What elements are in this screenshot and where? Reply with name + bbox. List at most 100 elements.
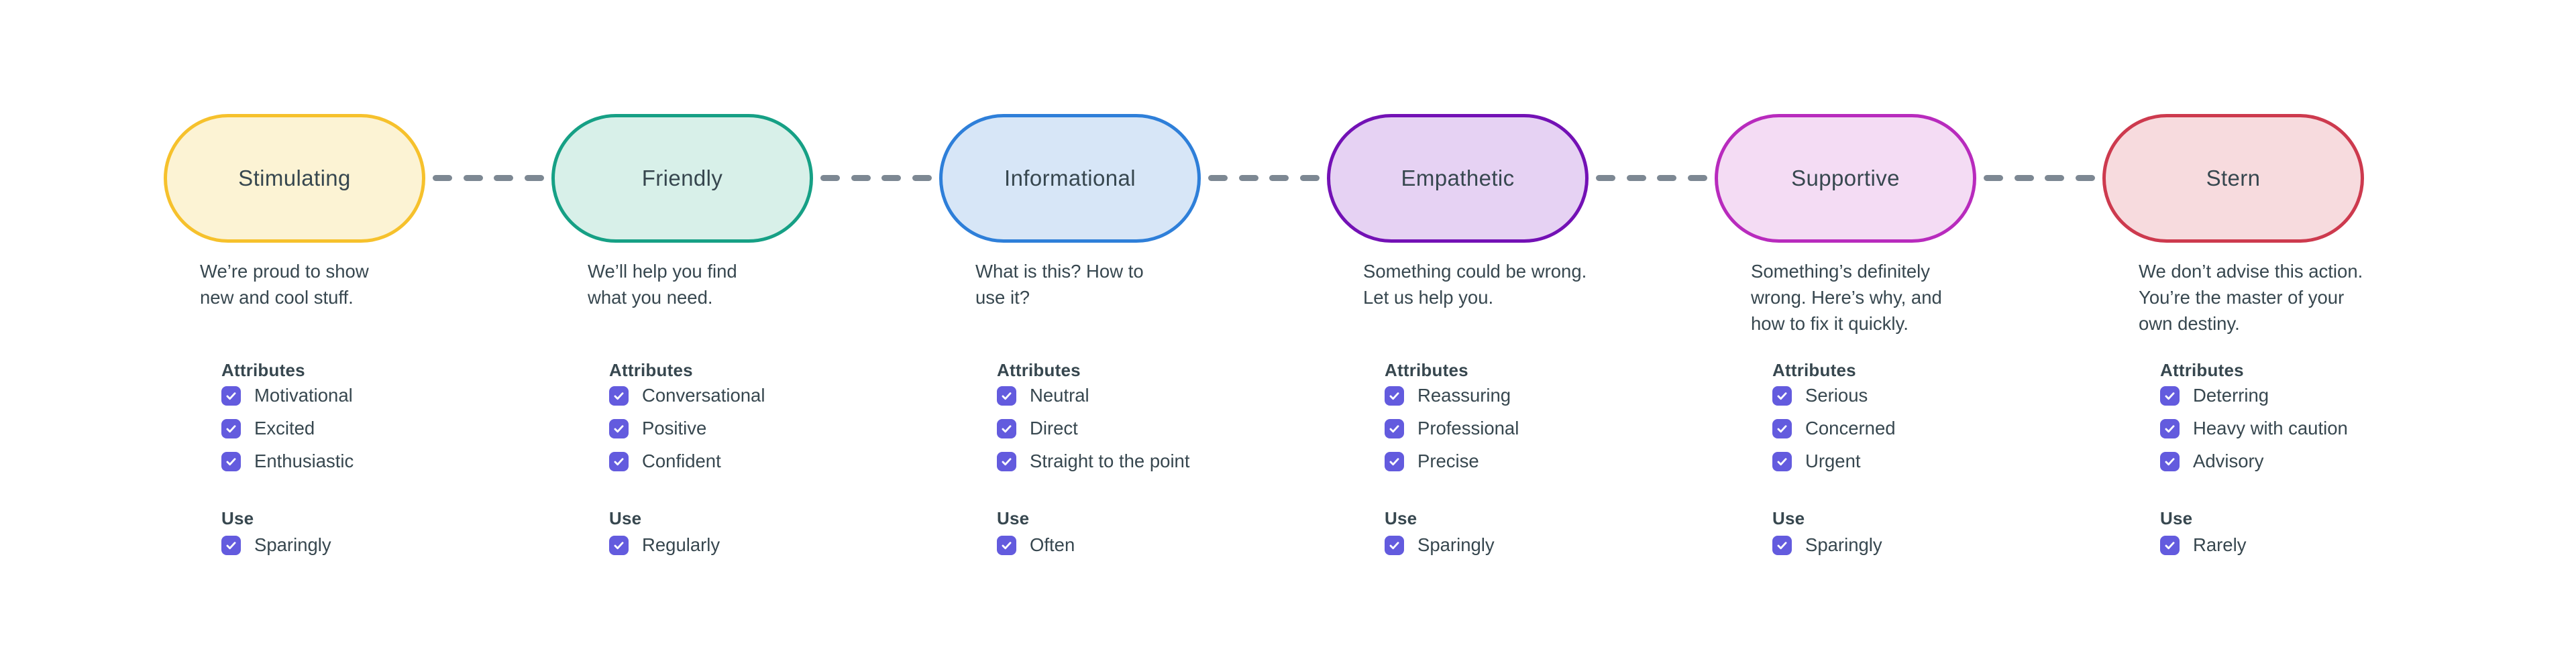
check-icon <box>226 392 236 400</box>
check-icon <box>1002 457 1012 465</box>
connector-dash <box>912 175 932 181</box>
attribute-label: Motivational <box>254 385 353 406</box>
check-icon <box>614 392 624 400</box>
check-icon <box>1777 541 1787 549</box>
use-frequency-label: Rarely <box>2193 534 2247 555</box>
check-icon <box>2165 457 2175 465</box>
attribute-checkbox[interactable] <box>1772 386 1792 406</box>
attribute-item: Professional <box>1385 418 1519 439</box>
use-item: Rarely <box>2160 534 2246 556</box>
check-icon <box>1389 541 1399 549</box>
use-checkbox[interactable] <box>1385 535 1404 555</box>
attribute-label: Positive <box>642 418 707 438</box>
attribute-checkbox[interactable] <box>1772 418 1792 438</box>
tone-pill-stimulating: Stimulating <box>164 114 425 243</box>
attribute-item: Positive <box>609 418 706 439</box>
attribute-checkbox[interactable] <box>2160 418 2180 438</box>
attribute-checkbox[interactable] <box>609 386 629 406</box>
connector-dash <box>1626 175 1646 181</box>
use-checkbox[interactable] <box>2160 535 2180 555</box>
check-icon <box>614 424 624 432</box>
attribute-item: Direct <box>997 418 1078 439</box>
use-heading: Use <box>997 508 1030 528</box>
attribute-checkbox[interactable] <box>609 418 629 438</box>
tone-description: Something could be wrong. Let us help yo… <box>1363 261 1587 308</box>
tone-column: Empathetic Something could be wrong. Let… <box>1327 114 1589 583</box>
attributes-heading: Attributes <box>609 360 693 380</box>
use-item: Often <box>997 534 1075 556</box>
attribute-item: Serious <box>1772 385 1868 406</box>
attribute-label: Direct <box>1030 418 1078 438</box>
attribute-checkbox[interactable] <box>1772 451 1792 471</box>
attribute-checkbox[interactable] <box>1385 386 1404 406</box>
use-checkbox[interactable] <box>221 535 241 555</box>
attribute-label: Enthusiastic <box>254 451 354 471</box>
use-heading: Use <box>1772 508 1805 528</box>
attribute-label: Confident <box>642 451 721 471</box>
attributes-heading: Attributes <box>221 360 305 380</box>
connector-dash <box>2075 175 2095 181</box>
attribute-checkbox[interactable] <box>997 418 1016 438</box>
tone-pill-label: Supportive <box>1791 166 1900 190</box>
check-icon <box>226 457 236 465</box>
connector-dash <box>1269 175 1289 181</box>
attributes-heading: Attributes <box>997 360 1081 380</box>
attribute-label: Precise <box>1417 451 1479 471</box>
use-item: Regularly <box>609 534 720 556</box>
use-checkbox[interactable] <box>997 535 1016 555</box>
check-icon <box>614 541 624 549</box>
tone-pill-stern: Stern <box>2102 114 2364 243</box>
attribute-checkbox[interactable] <box>221 386 241 406</box>
attribute-item: Excited <box>221 418 315 439</box>
attribute-label: Excited <box>254 418 315 438</box>
attribute-label: Concerned <box>1805 418 1896 438</box>
attribute-item: Urgent <box>1772 451 1861 472</box>
attribute-checkbox[interactable] <box>1385 451 1404 471</box>
tone-pill-informational: Informational <box>939 114 1201 243</box>
connector-dash <box>1238 175 1258 181</box>
attribute-item: Precise <box>1385 451 1479 472</box>
connector-dash <box>1299 175 1320 181</box>
check-icon <box>2165 541 2175 549</box>
attribute-item: Deterring <box>2160 385 2269 406</box>
attribute-checkbox[interactable] <box>1385 418 1404 438</box>
attribute-item: Concerned <box>1772 418 1896 439</box>
tone-column: Friendly We’ll help you find what you ne… <box>551 114 813 583</box>
attribute-item: Straight to the point <box>997 451 1190 472</box>
attribute-checkbox[interactable] <box>609 451 629 471</box>
tone-pill-label: Informational <box>1004 166 1136 190</box>
attribute-checkbox[interactable] <box>2160 451 2180 471</box>
attribute-checkbox[interactable] <box>221 418 241 438</box>
use-item: Sparingly <box>221 534 331 556</box>
attribute-label: Neutral <box>1030 385 1089 406</box>
attribute-checkbox[interactable] <box>2160 386 2180 406</box>
check-icon <box>226 541 236 549</box>
use-heading: Use <box>609 508 642 528</box>
connector-dash <box>1984 175 2003 181</box>
attribute-checkbox[interactable] <box>997 451 1016 471</box>
use-frequency-label: Often <box>1030 534 1075 555</box>
attribute-checkbox[interactable] <box>997 386 1016 406</box>
connector-dash <box>1657 175 1677 181</box>
tone-pill-label: Stern <box>2206 166 2261 190</box>
check-icon <box>1389 392 1399 400</box>
check-icon <box>1777 457 1787 465</box>
check-icon <box>1002 424 1012 432</box>
attribute-label: Straight to the point <box>1030 451 1190 471</box>
attribute-checkbox[interactable] <box>221 451 241 471</box>
attribute-item: Motivational <box>221 385 353 406</box>
connector-dash <box>851 175 871 181</box>
use-checkbox[interactable] <box>1772 535 1792 555</box>
tone-description: Something’s definitely wrong. Here’s why… <box>1751 261 1942 334</box>
tone-column: Stern We don’t advise this action. You’r… <box>2102 114 2364 583</box>
tone-description: We’ll help you find what you need. <box>588 261 737 308</box>
connector-dash <box>1596 175 1615 181</box>
check-icon <box>1389 424 1399 432</box>
use-checkbox[interactable] <box>609 535 629 555</box>
attribute-item: Conversational <box>609 385 765 406</box>
connector-dash <box>2014 175 2034 181</box>
attribute-item: Neutral <box>997 385 1089 406</box>
attribute-label: Conversational <box>642 385 765 406</box>
check-icon <box>2165 424 2175 432</box>
